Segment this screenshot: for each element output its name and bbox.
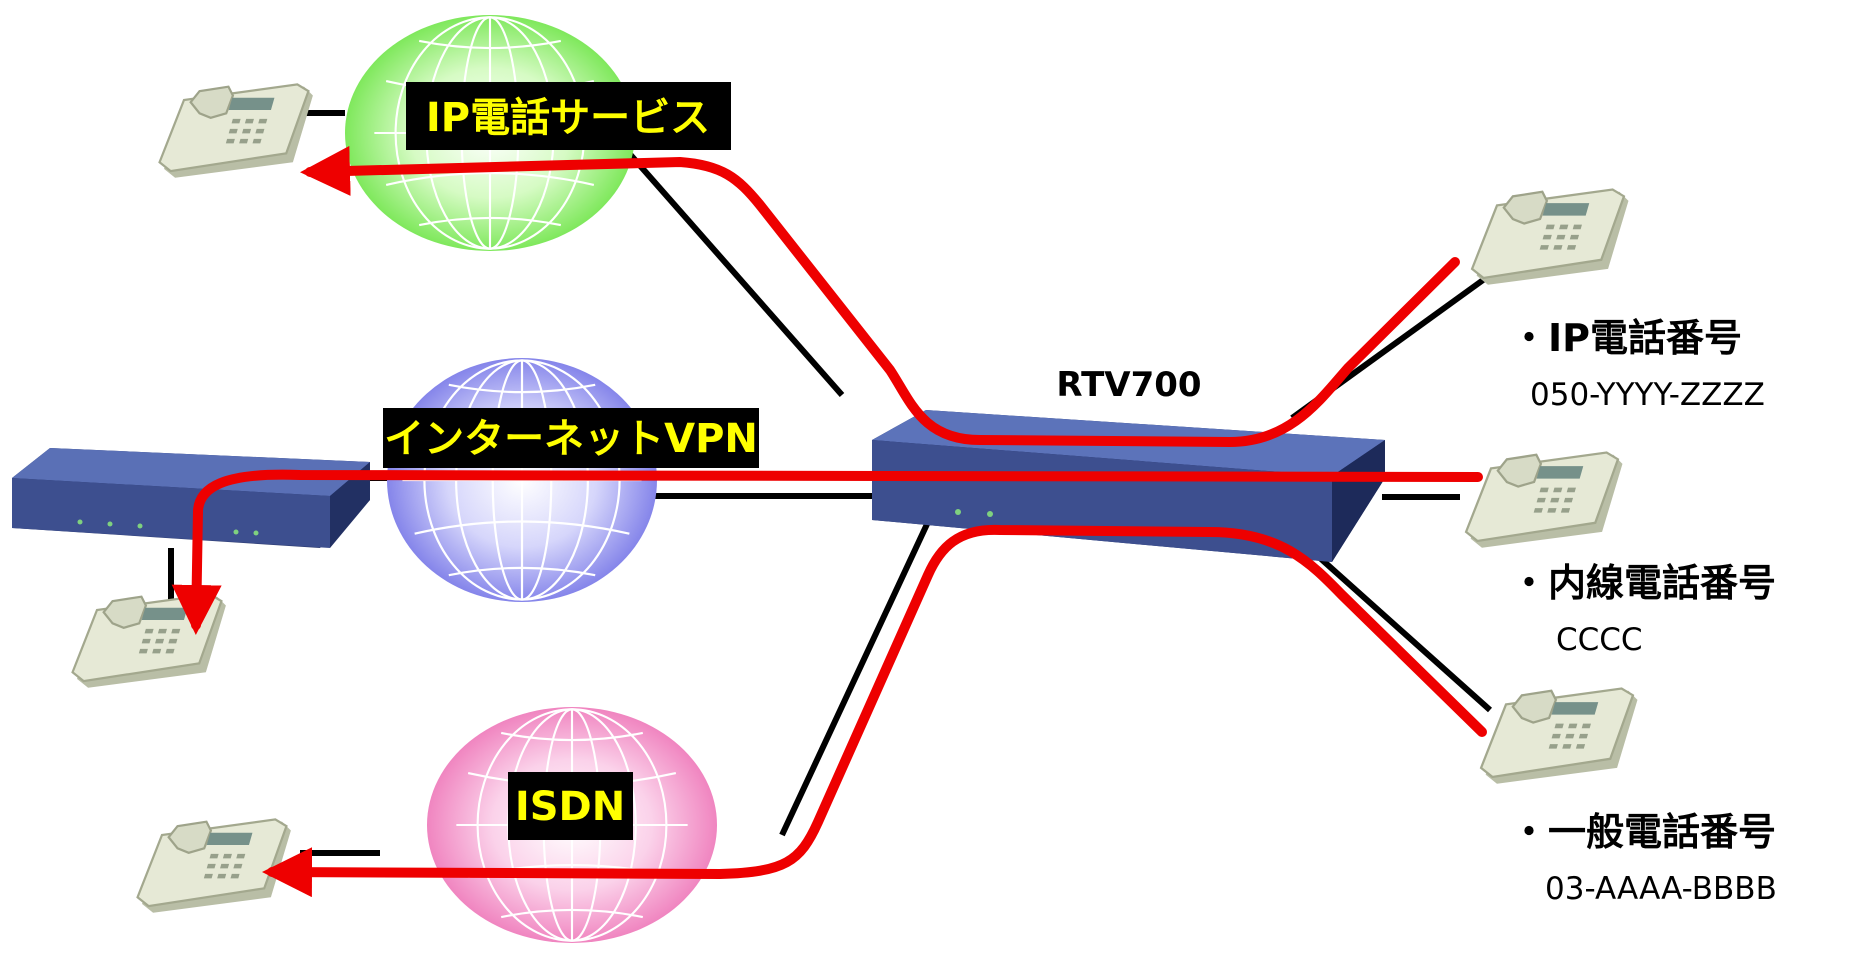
phone-right-general bbox=[1479, 687, 1639, 785]
call-paths bbox=[171, 145, 1487, 898]
label-box-ip-service bbox=[406, 82, 731, 150]
call-path-internet-vpn bbox=[171, 469, 1483, 635]
line-router-to-isdn-cloud bbox=[779, 520, 931, 837]
ip-number-value: 050-YYYY-ZZZZ bbox=[1530, 377, 1765, 413]
phone-ip-service bbox=[158, 83, 315, 179]
connection-lines bbox=[168, 110, 1492, 856]
label-box-internet-vpn bbox=[383, 408, 759, 468]
phone-vpn-remote bbox=[71, 593, 228, 689]
call-path-ip-service bbox=[300, 145, 1460, 447]
router-label: RTV700 bbox=[1056, 365, 1201, 405]
label-box-isdn bbox=[508, 772, 633, 840]
phone-right-ip-number bbox=[1470, 188, 1630, 286]
label-internet-vpn: インターネットVPN bbox=[384, 416, 758, 462]
phone-isdn bbox=[136, 818, 293, 914]
line-ip-cloud-to-router bbox=[625, 150, 845, 397]
ip-number-title: ・IP電話番号 bbox=[1510, 316, 1742, 360]
label-isdn: ISDN bbox=[515, 784, 625, 830]
extension-number-title: ・内線電話番号 bbox=[1510, 561, 1776, 605]
line-router-to-right-bottom-phone bbox=[1318, 555, 1492, 713]
phone-right-extension bbox=[1464, 451, 1624, 549]
extension-number-value: CCCC bbox=[1556, 622, 1643, 658]
general-number-title: ・一般電話番号 bbox=[1510, 810, 1776, 854]
label-ip-service: IP電話サービス bbox=[426, 95, 710, 141]
general-number-value: 03-AAAA-BBBB bbox=[1545, 871, 1777, 907]
call-path-isdn bbox=[262, 524, 1487, 898]
left-router bbox=[12, 448, 370, 548]
